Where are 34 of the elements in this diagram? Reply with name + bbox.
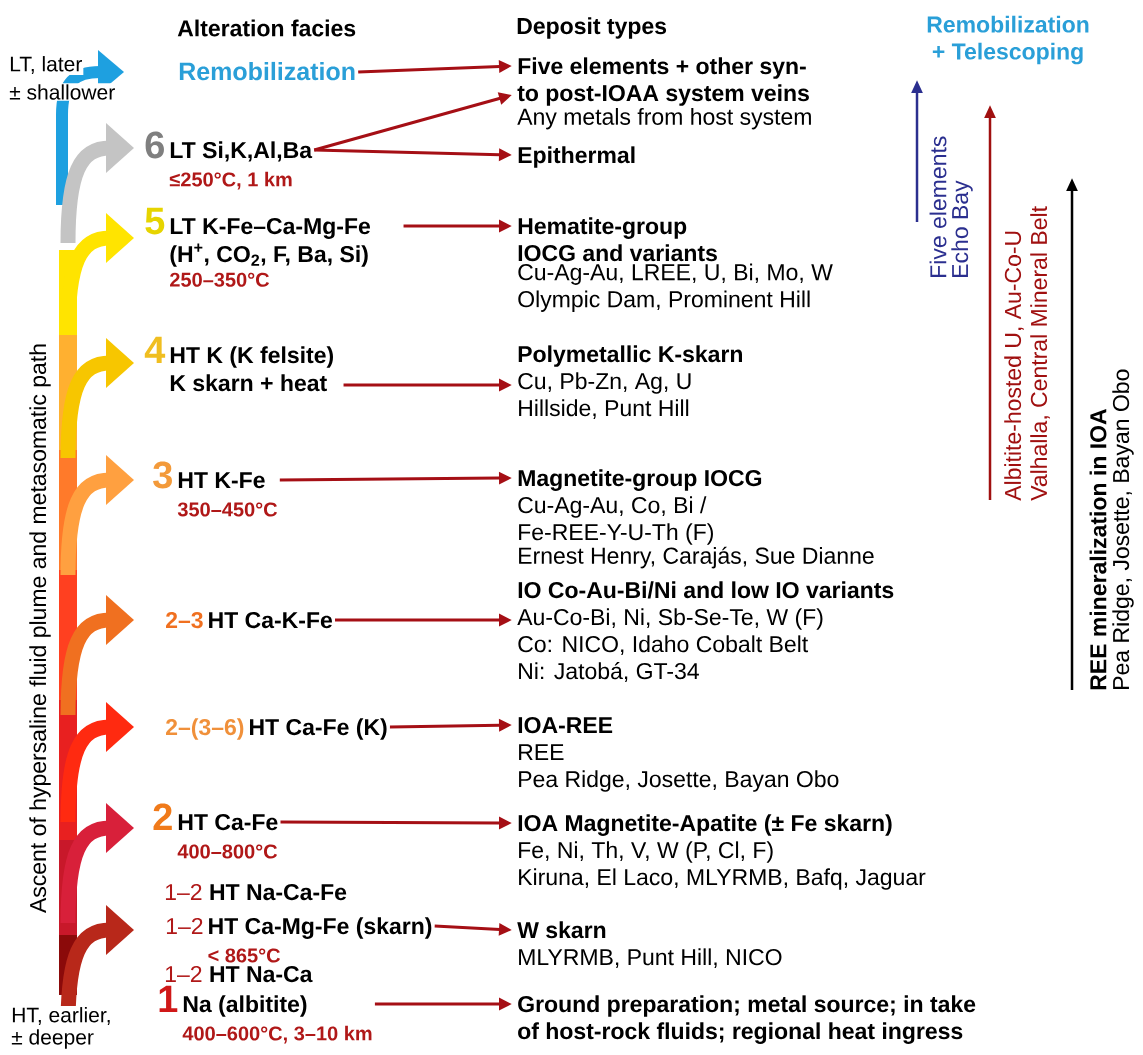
deposit-type-text: Epithermal xyxy=(518,146,635,168)
deposit-type-text: Hematite-group IOCG and variants Cu-Ag-Au, LREE, U, Bi, Mo, W Olympic Dam, Prominent Hill xyxy=(518,217,833,312)
trend-label: Five elements xyxy=(929,136,947,277)
heading-text: Remobilization + Telescoping xyxy=(927,15,1089,65)
facies-label: HT Na-Ca-Fe xyxy=(210,883,347,901)
facies-label: 2 HT Ca-Fe 400–800°C xyxy=(153,803,278,859)
facies-label: 2–(3–6) HT Ca-Fe (K) xyxy=(166,718,387,740)
deposit-type-text: Five elements + other syn- to post-IOAA system veins Any metals from host system xyxy=(517,57,811,130)
trend-label: Valhalla, Central Mineral Belt xyxy=(1030,206,1050,501)
deposit-type-text: IOA Magnetite-Apatite (± Fe skarn) Fe, Ni, Th, V, W (P, Cl, F) Kiruna, El Laco, MLYRMB, Bafq, Jaguar xyxy=(518,814,926,890)
facies-label: HT Na-Ca xyxy=(210,965,313,983)
facies-label: 2–3 HT Ca-K-Fe xyxy=(166,611,332,629)
column-heading: Alteration facies xyxy=(177,19,356,37)
facies-label: 1–2 HT Ca-Mg-Fe (skarn) < 865°C xyxy=(166,917,432,963)
facies-label: Remobilization xyxy=(179,61,355,81)
facies-label: 3 HT K-Fe 350–450°C xyxy=(153,461,278,517)
plume-end-label: ± shallower xyxy=(8,83,117,101)
deposit-type-text: IO Co-Au-Bi/Ni and low IO variants Au-Co-Bi, Ni, Sb-Se-Te, W (F) Co: NICO, Idaho Cobalt Belt Ni: Jatobá, GT-34 xyxy=(517,581,894,682)
deposit-type-text: Polymetallic K-skarn Cu, Pb-Zn, Ag, U Hillside, Punt Hill xyxy=(518,345,742,419)
deposit-type-text: Ground preparation; metal source; in take of host-rock fluids; regional heat ingress xyxy=(518,995,976,1044)
axis-label: Ascent of hypersaline fluid plume and metasomatic path xyxy=(29,344,51,914)
trend-label: REE mineralization in IOA xyxy=(1089,408,1107,690)
column-heading: Deposit types xyxy=(517,17,667,39)
trend-label: Echo Bay xyxy=(951,180,973,277)
trend-label: Albitite-hosted U, Au-Co-U xyxy=(1004,231,1024,501)
deposit-type-text: Magnetite-group IOCG Cu-Ag-Au, Co, Bi / Fe-REE-Y-U-Th (F) Ernest Henry, Carajás, Sue Dianne xyxy=(518,469,874,569)
stage-number: 1–2 xyxy=(165,965,202,982)
trend-label: Pea Ridge, Josette, Bayan Obo xyxy=(1112,369,1134,689)
deposit-type-text: W skarn MLYRMB, Punt Hill, NICO xyxy=(517,921,782,968)
plume-end-label: LT, later xyxy=(8,55,84,75)
deposit-type-text: IOA-REE REE Pea Ridge, Josette, Bayan Obo xyxy=(518,716,839,792)
plume-end-label: ± deeper xyxy=(10,1028,95,1050)
plume-end-label: HT, earlier, xyxy=(10,1006,113,1026)
stage-number: 1–2 xyxy=(165,883,202,900)
